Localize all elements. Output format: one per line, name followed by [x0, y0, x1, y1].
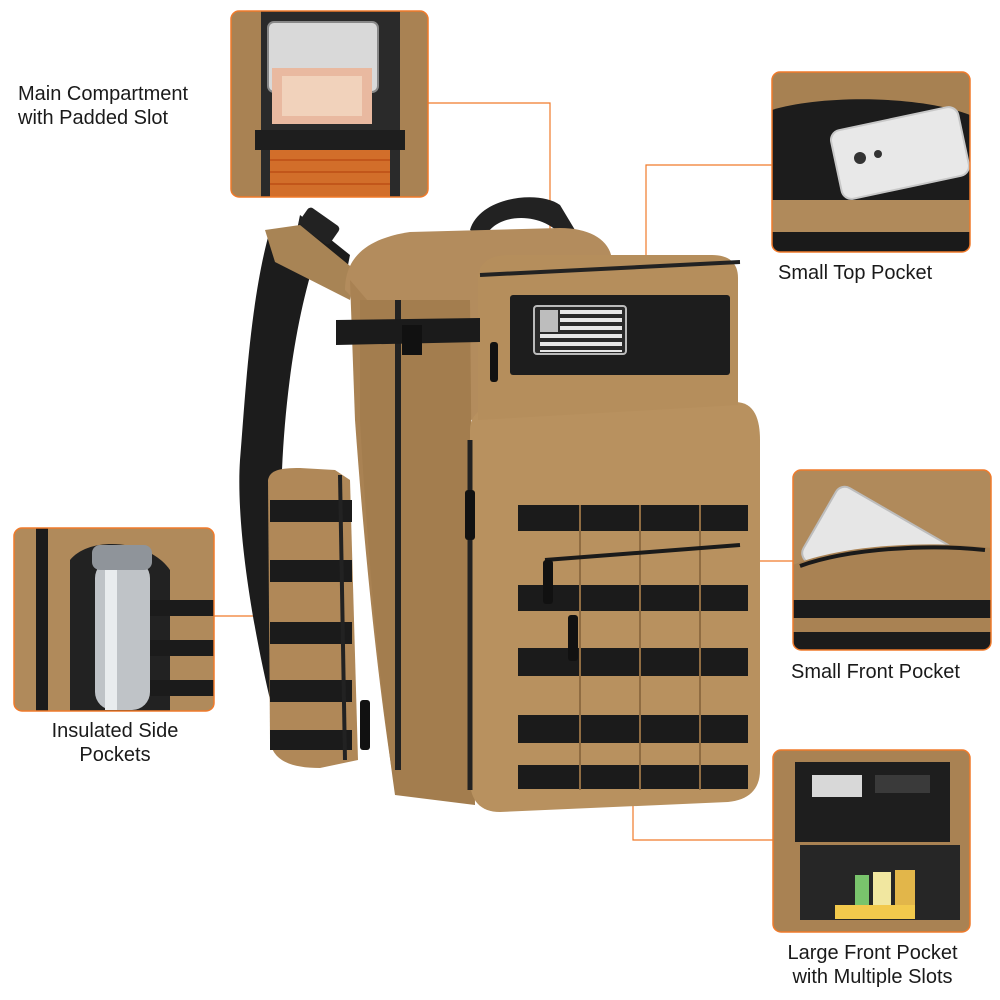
leader-main-compartment [428, 102, 551, 246]
label-insulated-side: Insulated Side Pockets [20, 719, 210, 767]
inset-frame-top-pocket [771, 71, 971, 253]
label-large-front-pocket-line1: Large Front Pocket [787, 942, 958, 964]
label-small-front-pocket-line1: Small Front Pocket [791, 661, 960, 683]
label-main-compartment-line1: Main Compartment [18, 83, 189, 105]
inset-frame-large-front-pocket [772, 749, 971, 933]
side-panel [360, 300, 475, 805]
label-main-compartment-line2: with Padded Slot [18, 107, 169, 129]
inset-small-front-pocket [793, 470, 991, 650]
inset-large-front-pocket [773, 750, 970, 932]
inset-frame-side-pocket [13, 527, 215, 712]
inset-main-compartment [231, 11, 428, 197]
label-large-front-pocket-line2: with Multiple Slots [792, 966, 953, 988]
inset-frame-small-front-pocket [792, 469, 992, 651]
label-insulated-side-line1: Insulated Side [51, 720, 179, 742]
label-small-front-pocket: Small Front Pocket [791, 660, 960, 684]
inset-side-pocket [14, 528, 214, 711]
label-insulated-side-line2: Pockets [79, 744, 151, 766]
label-small-top-pocket-line1: Small Top Pocket [778, 262, 933, 284]
inset-frame-main-compartment [230, 10, 429, 198]
top-handle [470, 197, 578, 240]
molle-webbing [518, 505, 748, 789]
label-small-top-pocket: Small Top Pocket [778, 261, 932, 285]
inset-top-pocket [772, 72, 970, 252]
flag-patch [533, 305, 627, 355]
label-large-front-pocket: Large Front Pocket with Multiple Slots [760, 941, 985, 989]
label-main-compartment: Main Compartment with Padded Slot [18, 82, 188, 130]
leader-top-pocket [645, 164, 772, 276]
backpack [239, 197, 760, 812]
